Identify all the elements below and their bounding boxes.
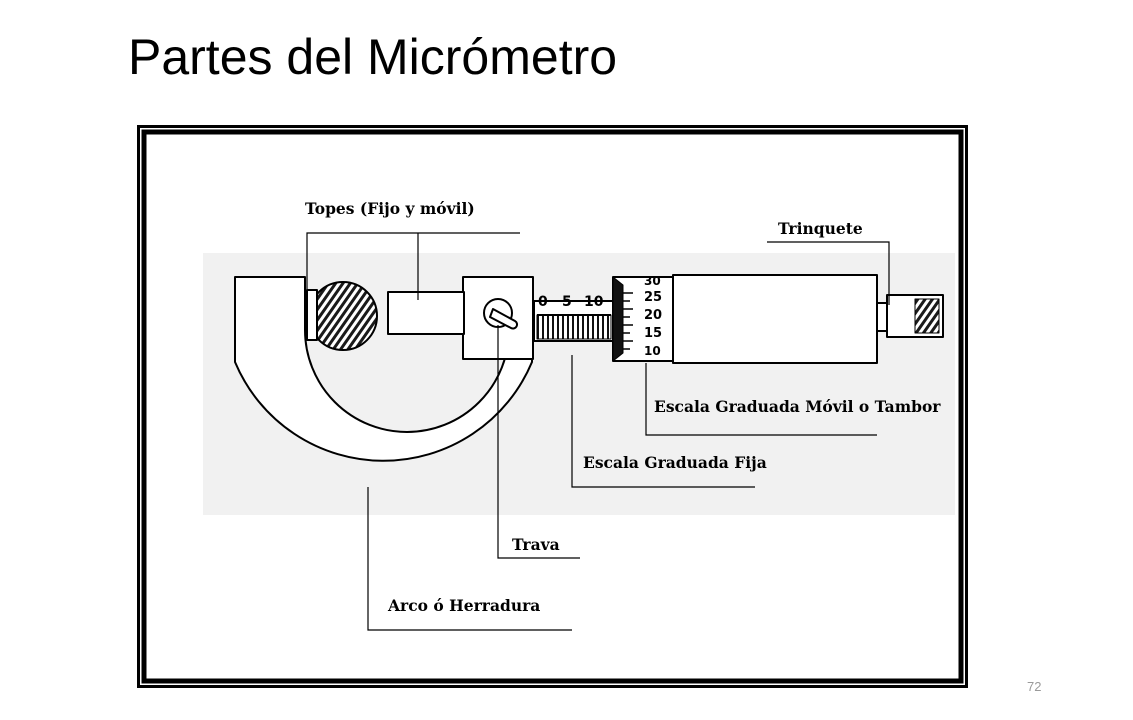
- label-trinquete: Trinquete: [778, 219, 863, 238]
- anvil-collar: [306, 289, 318, 341]
- barrel: [672, 274, 878, 364]
- leader-arco: [367, 487, 572, 631]
- tope-fijo: [308, 281, 378, 351]
- leader-topes: [306, 232, 520, 293]
- thread-section: [536, 314, 612, 340]
- leader-tambor: [645, 363, 877, 436]
- leader-trinquete: [767, 241, 890, 305]
- label-escala-fija: Escala Graduada Fija: [583, 453, 767, 472]
- leader-lines: [306, 232, 890, 631]
- label-topes: Topes (Fijo y móvil): [305, 199, 475, 218]
- slide-title: Partes del Micrómetro: [128, 29, 618, 85]
- label-trava: Trava: [512, 535, 560, 554]
- fixed-tick-0: 0: [538, 294, 548, 310]
- tope-movil: [387, 291, 465, 335]
- page-number: 72: [1027, 679, 1042, 694]
- thimble-tick-20: 20: [644, 308, 662, 323]
- thimble-tick-25: 25: [644, 290, 662, 305]
- label-arco: Arco ó Herradura: [387, 596, 540, 615]
- micrometer-figure: 0 5 10 30 25 20 15 10 Topes (Fijo y móvi…: [137, 125, 968, 688]
- fixed-tick-5: 5: [562, 294, 572, 310]
- thimble-tick-30: 30: [644, 274, 661, 288]
- label-tambor: Escala Graduada Móvil o Tambor: [654, 397, 941, 416]
- thimble-tick-10: 10: [644, 344, 661, 358]
- leader-trava: [497, 325, 580, 559]
- trinquete-neck: [876, 302, 888, 332]
- leader-escala-fija: [571, 355, 755, 488]
- thimble-ticks: 30 25 20 15 10: [644, 274, 662, 358]
- fixed-scale-ticks: 0 5 10: [538, 294, 604, 310]
- micrometer-drawing: [234, 274, 944, 462]
- trinquete-knurl: [914, 298, 940, 334]
- thimble-tick-15: 15: [644, 326, 662, 341]
- thimble-graduation: [623, 292, 633, 350]
- fixed-tick-10: 10: [584, 294, 604, 310]
